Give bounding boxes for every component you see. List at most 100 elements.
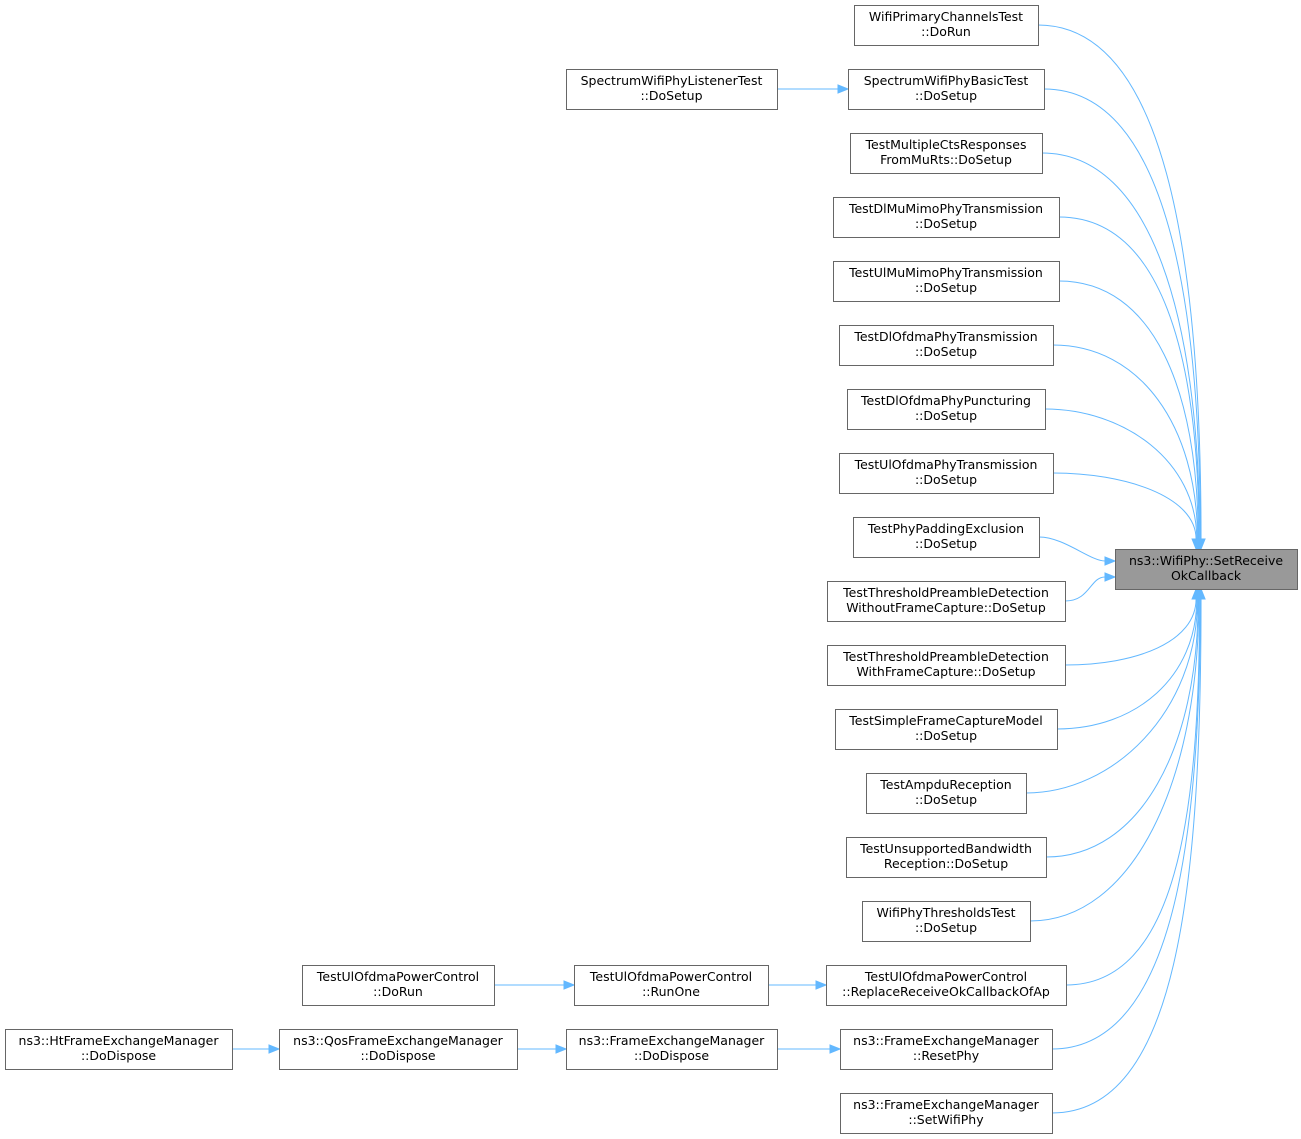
edges-layer [232, 24, 1206, 1114]
node-label-line-1: TestThresholdPreambleDetection [842, 649, 1049, 664]
node-testsimpleframecapturemodel-dosetup[interactable]: TestSimpleFrameCaptureModel::DoSetup [835, 709, 1058, 750]
node-label-line-2: ::DoSetup [915, 280, 977, 295]
node-spectrumwifiphylistenertest-dosetup[interactable]: SpectrumWifiPhyListenerTest::DoSetup [566, 69, 778, 110]
node-label-line-2: ::DoSetup [640, 88, 702, 103]
edge-k1-to-m2 [494, 980, 576, 990]
node-ns3-frameexchangemanager-setwifiphy[interactable]: ns3::FrameExchangeManager::SetWifiPhy [840, 1093, 1053, 1134]
edge-n11-to-target [1064, 587, 1201, 666]
node-box [1115, 549, 1298, 590]
node-label-line-2: ::ResetPhy [913, 1048, 980, 1063]
node-testampdureception-dosetup[interactable]: TestAmpduReception::DoSetup [866, 773, 1027, 814]
node-label-line-2: WithoutFrameCapture::DoSetup [846, 600, 1046, 615]
node-label-line-1: TestUlOfdmaPowerControl [316, 969, 479, 984]
edge-n08-to-target [1052, 472, 1201, 551]
node-label-line-1: ns3::QosFrameExchangeManager [293, 1033, 503, 1048]
edge-n07-to-target [1044, 408, 1202, 551]
node-label-line-2: ::ReplaceReceiveOkCallbackOfAp [842, 984, 1050, 999]
node-label-line-1: TestMultipleCtsResponses [865, 137, 1027, 152]
edge-n12-to-target [1056, 587, 1202, 730]
node-box [827, 581, 1066, 622]
node-ns3-qosframeexchangemanager-dodispose[interactable]: ns3::QosFrameExchangeManager::DoDispose [279, 1029, 518, 1070]
node-label-line-2: ::DoSetup [915, 920, 977, 935]
node-label-line-1: TestDlMuMimoPhyTransmission [848, 201, 1043, 216]
arrowhead [829, 1044, 842, 1054]
node-ns3-frameexchangemanager-resetphy[interactable]: ns3::FrameExchangeManager::ResetPhy [840, 1029, 1053, 1070]
node-label-line-1: TestThresholdPreambleDetection [842, 585, 1049, 600]
edge-line [1064, 598, 1197, 666]
edge-line [1044, 408, 1198, 540]
node-label-line-2: ::DoRun [373, 984, 423, 999]
arrowhead [1104, 572, 1117, 582]
node-testthresholdpreambledetectionwithframecapture-dosetup[interactable]: TestThresholdPreambleDetectionWithFrameC… [827, 645, 1066, 686]
node-label-line-1: TestUnsupportedBandwidth [859, 841, 1032, 856]
node-label-line-1: TestUlOfdmaPowerControl [864, 969, 1027, 984]
edge-line [1052, 344, 1198, 540]
arrowhead [563, 980, 576, 990]
node-label-line-1: WifiPrimaryChannelsTest [869, 9, 1023, 24]
node-label-line-2: ::DoSetup [915, 408, 977, 423]
node-testulofdmapowercontrol-dorun[interactable]: TestUlOfdmaPowerControl::DoRun [302, 965, 495, 1006]
node-testdlofdmaphypuncturing-dosetup[interactable]: TestDlOfdmaPhyPuncturing::DoSetup [847, 389, 1046, 430]
node-ns3-frameexchangemanager-dodispose[interactable]: ns3::FrameExchangeManager::DoDispose [566, 1029, 778, 1070]
node-wifiprimarychannelstest-dorun[interactable]: WifiPrimaryChannelsTest::DoRun [854, 5, 1039, 46]
node-testulmumimophytransmission-dosetup[interactable]: TestUlMuMimoPhyTransmission::DoSetup [833, 261, 1060, 302]
edge-n10-to-target [1064, 572, 1117, 602]
node-label-line-1: ns3::FrameExchangeManager [579, 1033, 765, 1048]
edge-n05-to-target [1058, 280, 1203, 551]
node-box [850, 133, 1043, 174]
node-box [835, 709, 1058, 750]
node-box [862, 901, 1031, 942]
node-box [279, 1029, 518, 1070]
node-label-line-2: ::DoSetup [915, 792, 977, 807]
edge-n03-to-target [1041, 152, 1205, 551]
node-box [826, 965, 1067, 1006]
node-label-line-1: SpectrumWifiPhyListenerTest [581, 73, 763, 88]
node-label-line-2: Reception::DoSetup [884, 856, 1008, 871]
node-spectrumwifiphybasictest-dosetup[interactable]: SpectrumWifiPhyBasicTest::DoSetup [848, 69, 1045, 110]
arrowhead [268, 1044, 281, 1054]
edge-n06-to-target [1052, 344, 1203, 551]
edge-n18-to-target [1051, 587, 1206, 1114]
node-label-line-1: TestUlOfdmaPhyTransmission [854, 457, 1038, 472]
node-box [846, 837, 1047, 878]
edge-n02-to-target [1043, 88, 1206, 551]
edge-n01-to-target [1037, 24, 1206, 551]
node-testthresholdpreambledetectionwithoutframecapture-dosetup[interactable]: TestThresholdPreambleDetectionWithoutFra… [827, 581, 1066, 622]
edge-m3-to-n17 [777, 1044, 842, 1054]
node-box [827, 645, 1066, 686]
node-wifiphythresholdstest-dosetup[interactable]: WifiPhyThresholdsTest::DoSetup [862, 901, 1031, 942]
node-box [866, 773, 1027, 814]
node-testunsupportedbandwidthreception-dosetup[interactable]: TestUnsupportedBandwidthReception::DoSet… [846, 837, 1047, 878]
edge-line [1051, 598, 1201, 1050]
node-box [839, 325, 1054, 366]
node-testulofdmaphytransmission-dosetup[interactable]: TestUlOfdmaPhyTransmission::DoSetup [839, 453, 1054, 494]
edge-j1-to-k2 [232, 1044, 281, 1054]
node-label-line-2: ::DoSetup [915, 472, 977, 487]
node-label-line-1: TestPhyPaddingExclusion [867, 521, 1024, 536]
arrowhead [815, 980, 828, 990]
node-testmultiplectsresponsesfrommurts-dosetup[interactable]: TestMultipleCtsResponsesFromMuRts::DoSet… [850, 133, 1043, 174]
node-label-line-2: ::DoDispose [634, 1048, 709, 1063]
node-testphypaddingexclusion-dosetup[interactable]: TestPhyPaddingExclusion::DoSetup [853, 517, 1040, 558]
node-testdlmumimophytransmission-dosetup[interactable]: TestDlMuMimoPhyTransmission::DoSetup [833, 197, 1060, 238]
node-label-line-2: ::DoRun [921, 24, 971, 39]
node-box [833, 261, 1060, 302]
node-label-line-2: WithFrameCapture::DoSetup [856, 664, 1035, 679]
edge-n04-to-target [1058, 216, 1204, 551]
arrowhead [555, 1044, 568, 1054]
node-label-line-1: ns3::WifiPhy::SetReceive [1129, 553, 1283, 568]
node-testulofdmapowercontrol-runone[interactable]: TestUlOfdmaPowerControl::RunOne [574, 965, 769, 1006]
node-box [566, 1029, 778, 1070]
node-label-line-1: TestUlMuMimoPhyTransmission [848, 265, 1043, 280]
node-testdlofdmaphytransmission-dosetup[interactable]: TestDlOfdmaPhyTransmission::DoSetup [839, 325, 1054, 366]
edge-line [1025, 598, 1198, 794]
node-label-line-1: SpectrumWifiPhyBasicTest [864, 73, 1029, 88]
node-box [833, 197, 1060, 238]
node-label-line-1: TestDlOfdmaPhyTransmission [853, 329, 1037, 344]
node-label-line-1: TestDlOfdmaPhyPuncturing [860, 393, 1031, 408]
node-ns3-htframeexchangemanager-dodispose[interactable]: ns3::HtFrameExchangeManager::DoDispose [5, 1029, 233, 1070]
node-label-line-2: FromMuRts::DoSetup [880, 152, 1012, 167]
node-testulofdmapowercontrol-replacereceiveokcallbackofap[interactable]: TestUlOfdmaPowerControl::ReplaceReceiveO… [826, 965, 1067, 1006]
